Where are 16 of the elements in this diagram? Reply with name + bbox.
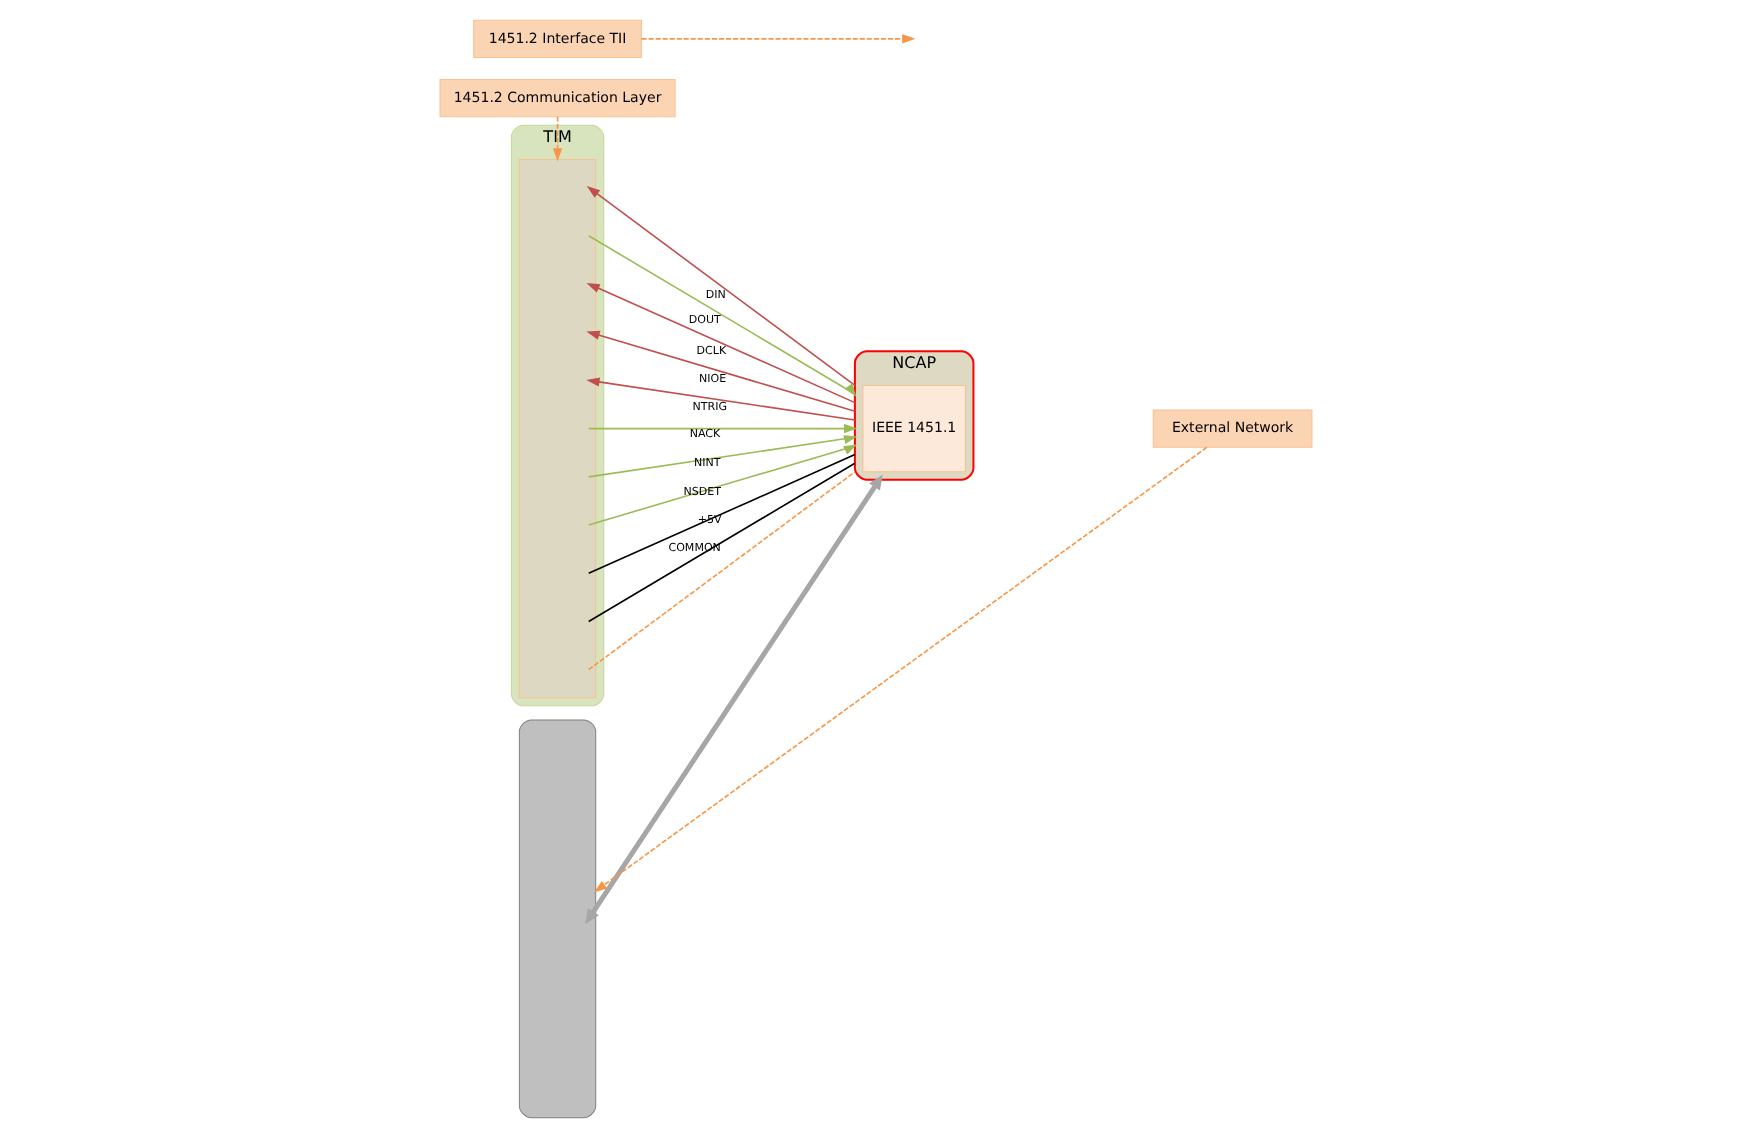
node-box (517, 158, 596, 699)
arrow (585, 186, 855, 387)
arrow (592, 446, 1207, 893)
connector (586, 471, 855, 671)
arrow (586, 435, 857, 478)
arrow (586, 234, 856, 397)
arrow (586, 423, 857, 434)
arrow (551, 115, 562, 162)
arrow (585, 377, 855, 421)
connector (586, 462, 855, 623)
connector (586, 453, 855, 575)
arrow (584, 474, 882, 925)
arrow (586, 444, 857, 526)
arrow (585, 330, 855, 413)
arrow (585, 282, 855, 404)
arrow (639, 34, 915, 44)
